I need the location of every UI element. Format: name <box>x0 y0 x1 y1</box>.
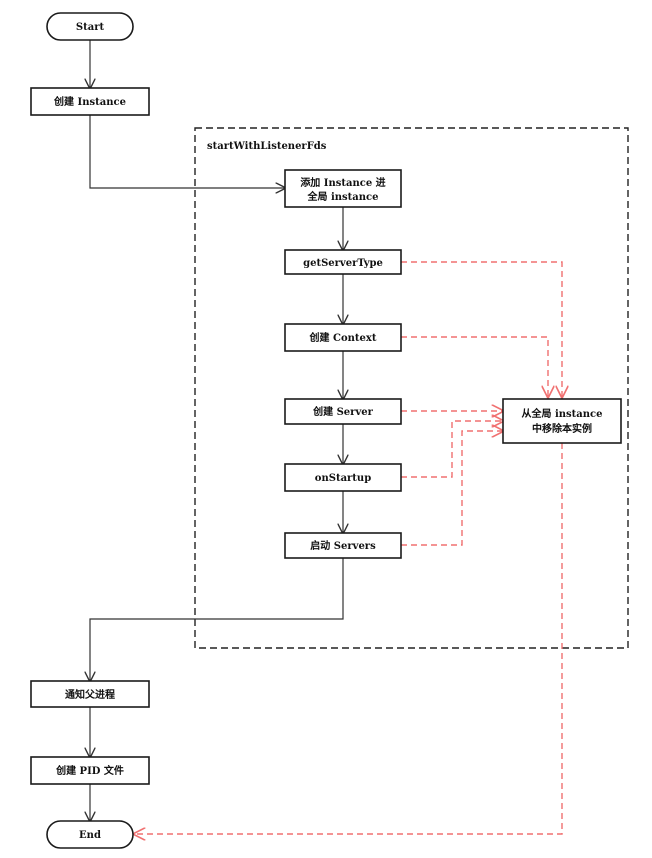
svg-text:创建 Server: 创建 Server <box>312 405 374 418</box>
error-edge-remove-to-end <box>134 443 563 834</box>
group-start-with-listener-fds <box>194 127 629 649</box>
error-edge-start-servers <box>401 431 503 546</box>
node-get-server-type: getServerType <box>284 249 402 275</box>
svg-text:Start: Start <box>76 22 105 33</box>
flow-edges <box>90 40 343 821</box>
node-start-servers: 启动 Servers <box>284 532 402 559</box>
edge-start-servers-to-notify-parent <box>90 558 344 681</box>
svg-text:getServerType: getServerType <box>303 258 383 269</box>
svg-text:从全局 instance: 从全局 instance <box>521 407 602 420</box>
node-start: Start <box>46 12 134 41</box>
svg-text:全局 instance: 全局 instance <box>306 190 378 203</box>
node-remove-instance: 从全局 instance 中移除本实例 <box>502 398 622 444</box>
node-create-pid: 创建 PID 文件 <box>30 756 150 785</box>
error-edge-get-server-type <box>401 261 562 397</box>
svg-text:创建 Context: 创建 Context <box>309 331 377 344</box>
svg-text:通知父进程: 通知父进程 <box>65 688 115 701</box>
node-add-instance: 添加 Instance 进 全局 instance <box>284 169 402 208</box>
group-label: startWithListenerFds <box>207 141 327 152</box>
node-notify-parent: 通知父进程 <box>30 680 150 708</box>
svg-text:中移除本实例: 中移除本实例 <box>532 422 592 435</box>
svg-text:创建 PID 文件: 创建 PID 文件 <box>55 764 124 777</box>
node-end: End <box>46 820 134 849</box>
error-edge-create-context <box>401 336 548 397</box>
error-edge-on-startup <box>401 421 503 478</box>
svg-text:创建 Instance: 创建 Instance <box>53 95 126 108</box>
node-create-instance: 创建 Instance <box>30 87 150 116</box>
svg-text:添加 Instance 进: 添加 Instance 进 <box>300 176 385 189</box>
node-on-startup: onStartup <box>284 463 402 492</box>
svg-text:启动 Servers: 启动 Servers <box>310 539 376 552</box>
svg-text:End: End <box>79 830 101 841</box>
node-create-server: 创建 Server <box>284 398 402 425</box>
svg-text:onStartup: onStartup <box>315 473 371 484</box>
edge-create-instance-to-add-instance <box>89 115 285 188</box>
error-edges <box>134 261 563 834</box>
node-create-context: 创建 Context <box>284 323 402 352</box>
